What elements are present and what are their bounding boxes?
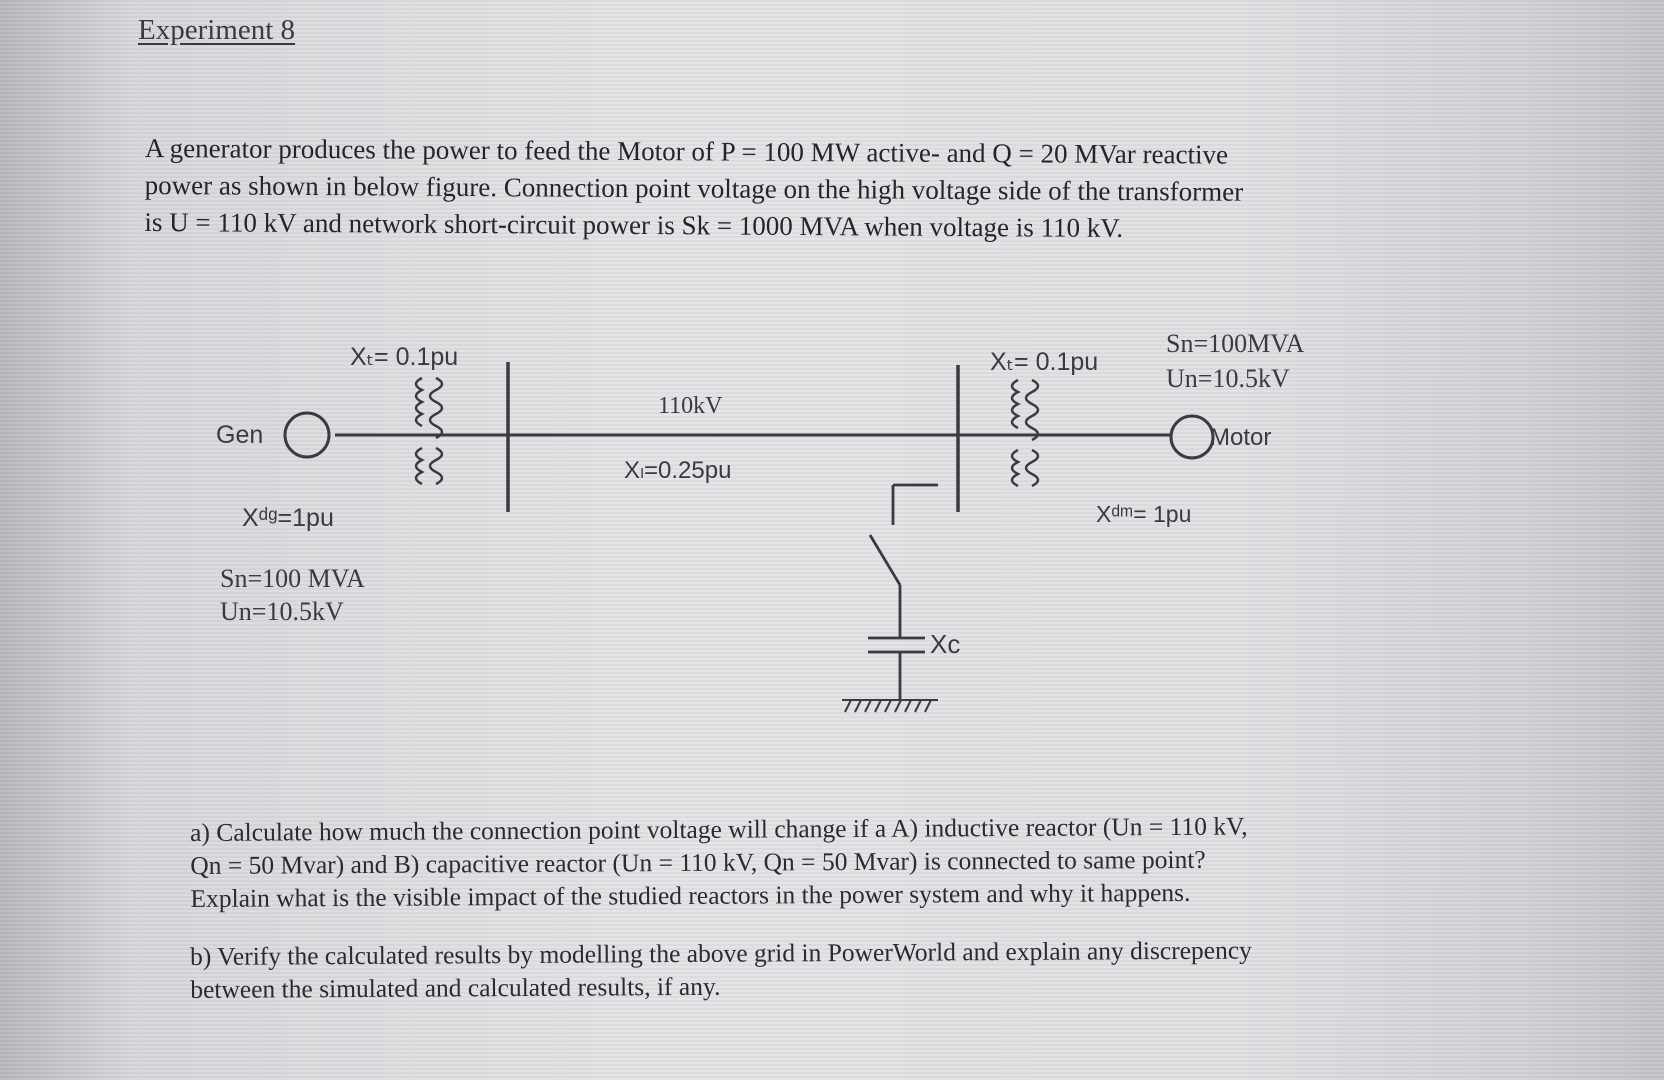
motor-un-label: Un=10.5kV (1166, 364, 1290, 393)
gen-label: Gen (216, 421, 263, 449)
xt1-label: Xₜ= 0.1pu (350, 343, 458, 371)
generator-symbol (283, 411, 331, 459)
page-title: Experiment 8 (138, 14, 296, 46)
line-voltage-label: 110kV (658, 393, 723, 419)
motor-symbol (1169, 414, 1215, 460)
gen-un-label: Un=10.5kV (220, 597, 344, 626)
question-a: a) Calculate how much the connection poi… (190, 808, 1461, 915)
question-a-line: Explain what is the visible impact of th… (190, 877, 1191, 913)
circuit-diagram: Gen Xₜ= 0.1pu 110kV Xₗ=0.25pu Xᵈᵍ=1pu Sn… (216, 329, 1305, 713)
ground-symbol (842, 699, 938, 713)
xdm-label: Xᵈᵐ= 1pu (1096, 501, 1191, 527)
xl-label: Xₗ=0.25pu (624, 457, 731, 484)
motor-sn-label: Sn=100MVA (1166, 329, 1305, 358)
xc-label: Xc (930, 629, 960, 659)
question-b: b) Verify the calculated results by mode… (190, 932, 1460, 1006)
motor-label: Motor (1210, 424, 1271, 451)
xt2-label: Xₜ= 0.1pu (990, 348, 1098, 376)
question-b-line: between the simulated and calculated res… (190, 971, 721, 1004)
gen-sn-label: Sn=100 MVA (220, 564, 365, 593)
transformer-1-symbol (414, 376, 444, 486)
transformer-2-symbol (1010, 378, 1040, 488)
capacitor-branch (868, 483, 938, 700)
xdg-label: Xᵈᵍ=1pu (242, 504, 334, 532)
